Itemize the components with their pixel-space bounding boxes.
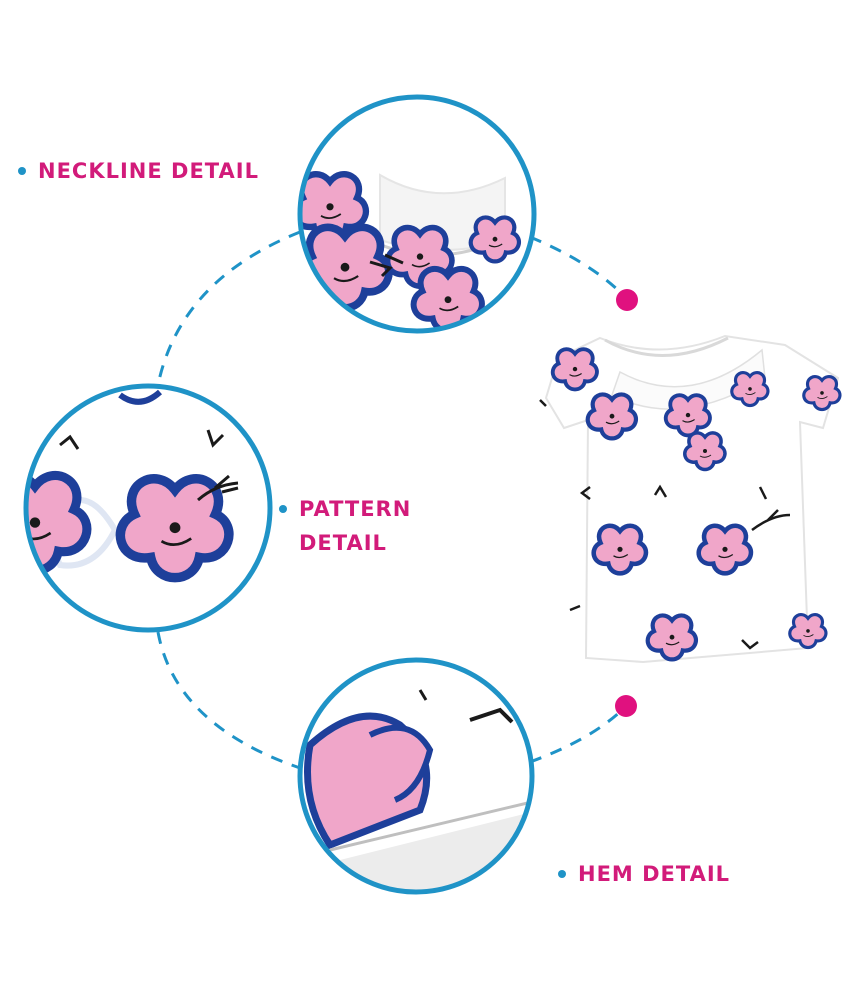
connector-lines <box>156 230 624 770</box>
hem-detail-text: HEM DETAIL <box>578 862 731 886</box>
bullet-dot-icon <box>18 167 26 175</box>
pattern-detail-zoom <box>23 383 273 633</box>
hem-detail-zoom <box>297 657 535 895</box>
connector-dot-hem <box>615 695 637 717</box>
neckline-detail-text: NECKLINE DETAIL <box>38 159 259 183</box>
pattern-detail-label: PATTERN DETAIL <box>279 492 412 560</box>
bullet-dot-icon <box>279 505 287 513</box>
bullet-dot-icon <box>558 870 566 878</box>
neckline-detail-zoom <box>297 94 537 334</box>
connector-dot-neck <box>616 289 638 311</box>
tshirt-product-image <box>539 334 842 664</box>
pattern-detail-text-line1: PATTERN <box>299 497 412 521</box>
neckline-detail-label: NECKLINE DETAIL <box>18 154 259 188</box>
hem-detail-label: HEM DETAIL <box>558 857 731 891</box>
pattern-detail-text-line2: DETAIL <box>299 531 387 555</box>
